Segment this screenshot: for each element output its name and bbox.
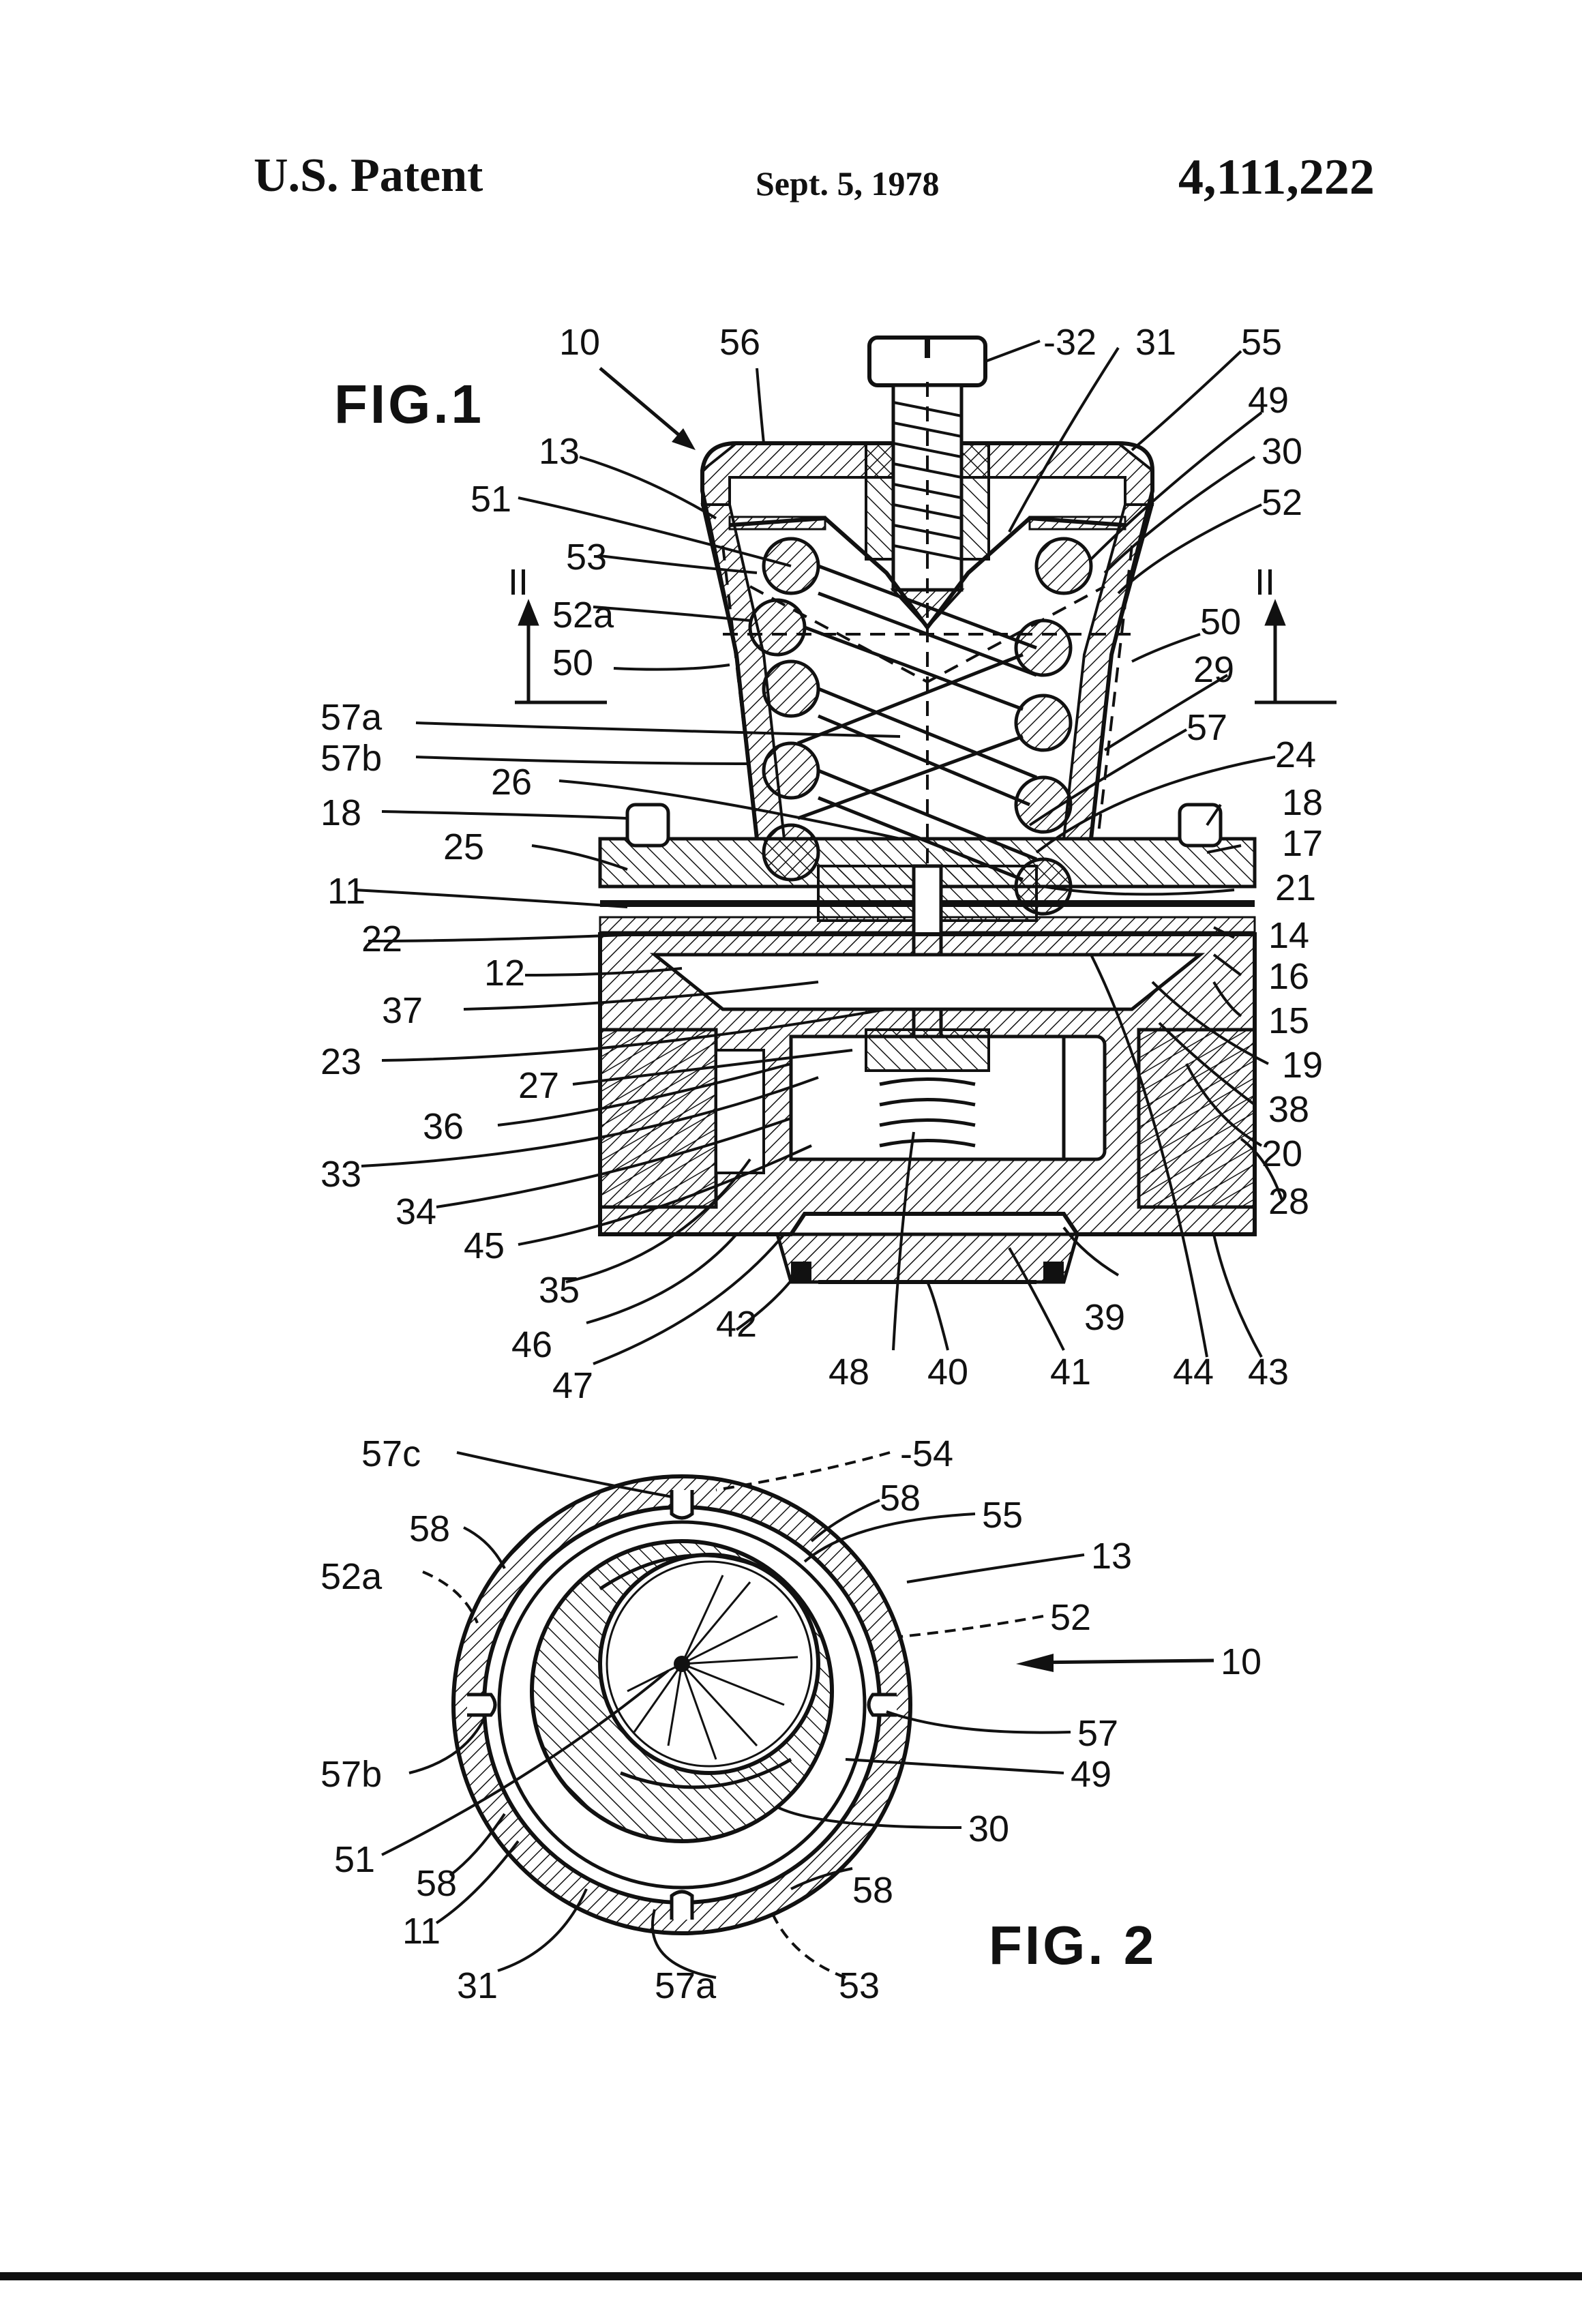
fig1-label-11: 11 <box>327 871 365 912</box>
fig1-label-53: 53 <box>566 537 607 578</box>
fig2-label-52a: 52a <box>320 1556 383 1597</box>
fig1-title: FIG.1 <box>334 374 484 434</box>
fig2-label-55: 55 <box>982 1495 1023 1536</box>
fig1-label-32: -32 <box>1043 322 1096 363</box>
fig2-label-58-bottom: 58 <box>416 1863 457 1904</box>
fig1-label-52: 52 <box>1262 482 1302 523</box>
fig1-label-31: 31 <box>1135 322 1176 363</box>
fig1-label-57: 57 <box>1186 707 1227 748</box>
section-mark-right: II <box>1255 562 1275 603</box>
fig2-label-57c: 57c <box>361 1433 421 1474</box>
fig1-label-37: 37 <box>382 990 423 1031</box>
fig1-label-18-right: 18 <box>1282 782 1323 823</box>
fig1-label-56: 56 <box>719 322 760 363</box>
fig1-label-26: 26 <box>491 762 532 803</box>
fig2-label-30: 30 <box>968 1808 1009 1849</box>
fig1-label-50-left: 50 <box>552 642 593 683</box>
fig2-label-31: 31 <box>457 1965 498 2006</box>
fig1-label-21: 21 <box>1275 867 1316 908</box>
fig2-label-52: 52 <box>1050 1597 1091 1638</box>
fig2-label-11: 11 <box>402 1911 441 1952</box>
fig1-label-39: 39 <box>1084 1297 1125 1338</box>
fig1-label-48: 48 <box>829 1352 869 1392</box>
fig1-label-44: 44 <box>1173 1352 1214 1392</box>
fig1-label-52a: 52a <box>552 595 614 636</box>
fig2-label-57a: 57a <box>655 1965 717 2006</box>
fig1-label-10: 10 <box>559 322 600 363</box>
fig1-label-42: 42 <box>716 1304 757 1345</box>
fig1-label-43: 43 <box>1248 1352 1289 1392</box>
fig1-label-55: 55 <box>1241 322 1282 363</box>
fig1-label-34: 34 <box>395 1191 436 1232</box>
fig1-label-36: 36 <box>423 1106 464 1147</box>
figure-1: FIG.1 <box>320 322 1337 1406</box>
fig1-label-47: 47 <box>552 1365 593 1406</box>
fig1-label-29: 29 <box>1193 649 1234 690</box>
fig1-label-51: 51 <box>471 479 511 520</box>
fig1-label-15: 15 <box>1268 1000 1309 1041</box>
bottom-rule <box>0 2272 1582 2280</box>
fig1-label-14: 14 <box>1268 915 1309 956</box>
fig1-label-23: 23 <box>320 1041 361 1082</box>
fig1-label-46: 46 <box>511 1324 552 1365</box>
fig2-label-58-top: 58 <box>880 1478 921 1519</box>
fig1-label-35: 35 <box>539 1270 580 1311</box>
fig2-label-51: 51 <box>334 1839 375 1880</box>
fig2-label-58-right: 58 <box>852 1870 893 1911</box>
fig2-label-13: 13 <box>1091 1536 1132 1577</box>
fig2-label-57: 57 <box>1077 1713 1118 1754</box>
fig1-label-45: 45 <box>464 1225 505 1266</box>
fig2-label-49: 49 <box>1071 1754 1111 1795</box>
fig2-title: FIG. 2 <box>989 1915 1156 1976</box>
fig1-label-24: 24 <box>1275 734 1316 775</box>
fig1-label-16: 16 <box>1268 956 1309 997</box>
fig1-label-12: 12 <box>484 953 525 994</box>
fig1-label-30: 30 <box>1262 431 1302 472</box>
fig1-label-27: 27 <box>518 1065 559 1106</box>
fig2-label-58-left: 58 <box>409 1508 450 1549</box>
fig1-label-19: 19 <box>1282 1045 1323 1086</box>
fig1-label-40: 40 <box>927 1352 968 1392</box>
fig2-label-54: -54 <box>900 1433 953 1474</box>
fig1-label-20: 20 <box>1262 1133 1302 1174</box>
fig1-label-41: 41 <box>1050 1352 1091 1392</box>
fig2-label-53: 53 <box>839 1965 880 2006</box>
fig1-label-22: 22 <box>361 919 402 959</box>
fig1-label-17: 17 <box>1282 823 1323 864</box>
fig1-label-28: 28 <box>1268 1181 1309 1222</box>
fig1-label-13: 13 <box>539 431 580 472</box>
fig1-label-25: 25 <box>443 826 484 867</box>
fig1-label-38: 38 <box>1268 1089 1309 1130</box>
fig1-label-50-right: 50 <box>1200 601 1241 642</box>
fig1-label-57a: 57a <box>320 697 383 738</box>
figure-2: FIG. 2 <box>320 1433 1262 2006</box>
fig1-label-33: 33 <box>320 1154 361 1195</box>
fig2-label-10: 10 <box>1221 1641 1262 1682</box>
fig1-label-18-left: 18 <box>320 792 361 833</box>
section-mark-left: II <box>508 562 528 603</box>
fig1-label-49: 49 <box>1248 380 1289 421</box>
fig2-label-57b: 57b <box>320 1754 382 1795</box>
fig1-label-57b: 57b <box>320 738 382 779</box>
